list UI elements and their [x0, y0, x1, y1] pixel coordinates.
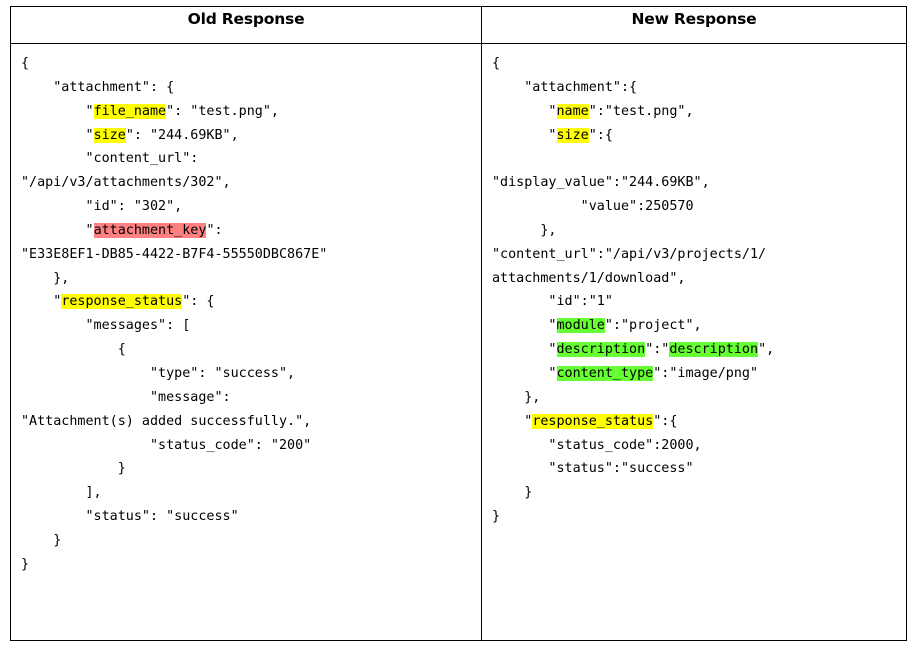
cell-new-response: { "attachment":{ "name":"test.png", "siz… [481, 43, 907, 641]
table-header-row: Old Response New Response [10, 6, 907, 44]
column-header-new-response: New Response [481, 6, 907, 44]
column-header-old-response: Old Response [10, 6, 482, 44]
old-response-code-block: { "attachment": { "file_name": "test.png… [21, 56, 328, 572]
cell-old-response: { "attachment": { "file_name": "test.png… [10, 43, 482, 641]
new-response-code-block: { "attachment":{ "name":"test.png", "siz… [492, 56, 775, 525]
response-comparison-table: Old Response New Response { "attachment"… [10, 6, 907, 641]
table-body-row: { "attachment": { "file_name": "test.png… [10, 43, 907, 641]
